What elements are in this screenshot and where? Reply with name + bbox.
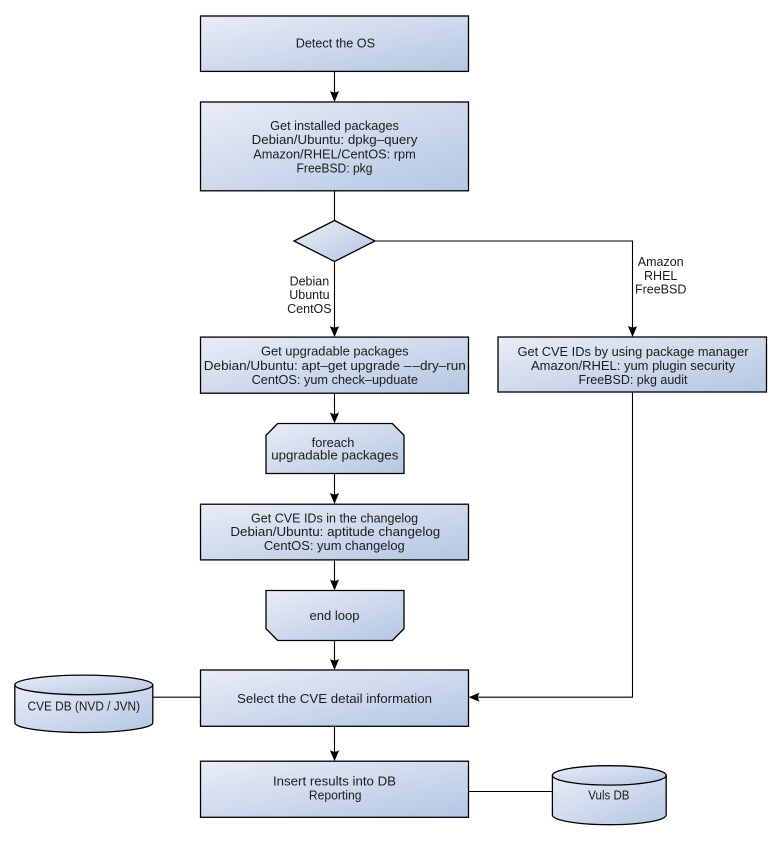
svg-text:Get upgradable packages: Get upgradable packages <box>261 344 409 359</box>
svg-text:CVE DB (NVD / JVN): CVE DB (NVD / JVN) <box>28 698 141 713</box>
svg-text:Detect the OS: Detect the OS <box>296 35 376 50</box>
svg-text:Reporting: Reporting <box>309 788 362 803</box>
svg-text:Get installed packages: Get installed packages <box>270 118 399 133</box>
svg-text:foreach: foreach <box>312 435 355 450</box>
svg-text:Get CVE IDs in the changelog: Get CVE IDs in the changelog <box>251 510 418 525</box>
svg-text:Vuls DB: Vuls DB <box>588 787 629 802</box>
svg-text:FreeBSD: FreeBSD <box>635 283 686 297</box>
svg-text:Amazon/RHEL/CentOS: rpm: Amazon/RHEL/CentOS: rpm <box>253 146 416 161</box>
svg-text:Debian/Ubuntu: dpkg–query: Debian/Ubuntu: dpkg–query <box>252 132 418 147</box>
svg-text:FreeBSD: pkg: FreeBSD: pkg <box>297 161 373 176</box>
svg-text:upgradable packages: upgradable packages <box>271 447 399 462</box>
svg-text:end loop: end loop <box>310 608 360 623</box>
svg-text:Debian/Ubuntu: aptitude change: Debian/Ubuntu: aptitude changelog <box>230 524 440 539</box>
svg-text:RHEL: RHEL <box>644 269 677 283</box>
svg-text:Amazon: Amazon <box>638 255 684 269</box>
svg-text:Select the CVE detail informat: Select the CVE detail information <box>237 691 432 706</box>
svg-text:Amazon/RHEL: yum plugin securi: Amazon/RHEL: yum plugin security <box>531 358 735 373</box>
svg-text:CentOS: yum changelog: CentOS: yum changelog <box>264 538 405 553</box>
svg-text:Get CVE IDs by using package m: Get CVE IDs by using package manager <box>518 344 750 359</box>
svg-text:FreeBSD: pkg audit: FreeBSD: pkg audit <box>579 372 688 387</box>
svg-text:Debian/Ubuntu: apt–get upgrade: Debian/Ubuntu: apt–get upgrade – –dry–ru… <box>204 358 466 373</box>
svg-text:Debian: Debian <box>290 274 330 288</box>
svg-text:Insert results into DB: Insert results into DB <box>273 774 396 789</box>
svg-text:CentOS: yum check–upduate: CentOS: yum check–upduate <box>252 372 418 387</box>
svg-text:CentOS: CentOS <box>287 302 331 316</box>
svg-text:Ubuntu: Ubuntu <box>289 288 329 302</box>
